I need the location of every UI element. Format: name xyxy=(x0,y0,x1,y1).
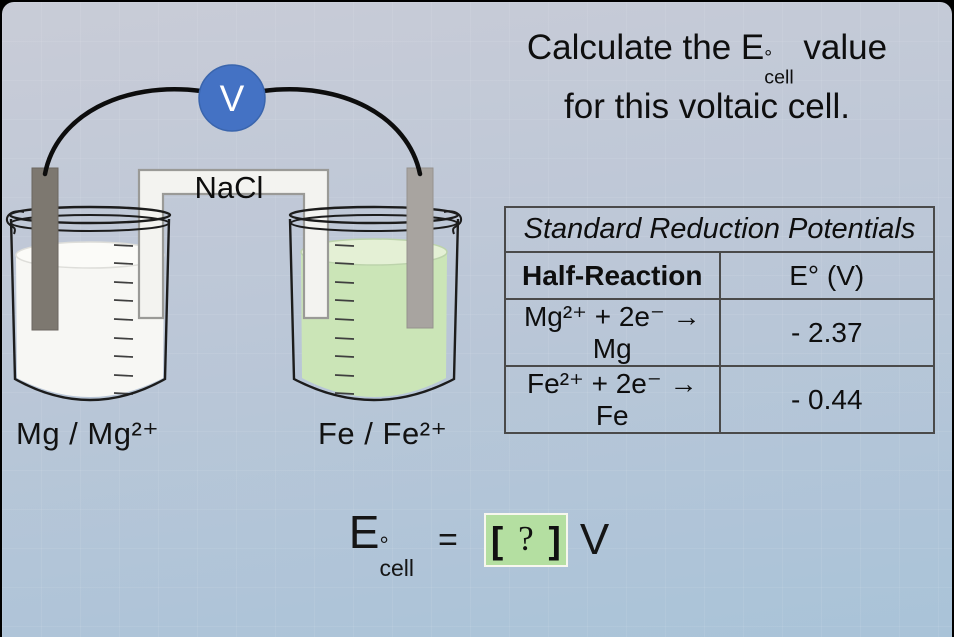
left-electrode xyxy=(31,167,59,331)
title-line1-before: Calculate the xyxy=(526,28,741,67)
cell-subscript: cell xyxy=(764,66,794,89)
degree-symbol: ° xyxy=(764,46,773,69)
volt-unit: V xyxy=(579,515,610,565)
open-bracket: [ xyxy=(490,519,504,561)
e-symbol: E xyxy=(740,28,765,67)
right-electrode xyxy=(406,167,434,329)
right-half-cell-label: Fe / Fe²⁺ xyxy=(318,416,448,451)
title-line1-after: value xyxy=(793,28,888,67)
ecell-symbol: E°cell xyxy=(740,28,794,87)
equation-cell-subscript: cell xyxy=(379,555,414,582)
table-row: Fe²⁺ + 2e⁻ → Fe - 0.44 xyxy=(504,365,935,434)
potential-fe: - 0.44 xyxy=(718,365,935,434)
left-wire xyxy=(42,87,204,177)
column-header-potential: E° (V) xyxy=(718,251,935,300)
column-header-half-reaction: Half-Reaction xyxy=(504,251,721,300)
answer-equation: E°cell = [ ? ] V xyxy=(2,505,952,580)
table-header-row: Half-Reaction E° (V) xyxy=(504,251,935,300)
table-title-row: Standard Reduction Potentials xyxy=(504,206,935,253)
answer-input-box[interactable]: [ ? ] xyxy=(483,513,568,568)
left-half-cell-label: Mg / Mg²⁺ xyxy=(16,416,160,451)
voltaic-cell-diagram: V NaCl xyxy=(5,64,463,402)
equation-ecell-symbol: E°cell xyxy=(348,505,414,580)
salt-bridge-label: NaCl xyxy=(195,170,264,205)
equation-e: E xyxy=(348,506,380,558)
reduction-potentials-table: Standard Reduction Potentials Half-React… xyxy=(504,206,935,434)
salt-bridge xyxy=(137,168,330,320)
voltmeter xyxy=(198,64,266,132)
table-title: Standard Reduction Potentials xyxy=(504,206,935,253)
equation-degree: ° xyxy=(379,532,389,559)
voltmeter-label: V xyxy=(220,78,245,119)
right-beaker-outline xyxy=(288,205,463,402)
question-title: Calculate the E°cell value for this volt… xyxy=(457,24,952,131)
equals-sign: = xyxy=(437,520,458,559)
right-beaker-ticks xyxy=(334,244,355,395)
right-wire xyxy=(260,87,423,177)
close-bracket: ] xyxy=(548,519,561,561)
answer-placeholder: ? xyxy=(518,518,534,558)
potential-mg: - 2.37 xyxy=(718,298,935,367)
reaction-mg: Mg²⁺ + 2e⁻ → Mg xyxy=(504,298,721,367)
left-beaker-spout xyxy=(5,210,25,235)
right-beaker-spout xyxy=(443,210,463,235)
table-row: Mg²⁺ + 2e⁻ → Mg - 2.37 xyxy=(504,298,935,367)
reaction-fe: Fe²⁺ + 2e⁻ → Fe xyxy=(504,365,721,434)
title-line2: for this voltaic cell. xyxy=(564,86,850,126)
left-beaker-outline xyxy=(5,205,172,402)
